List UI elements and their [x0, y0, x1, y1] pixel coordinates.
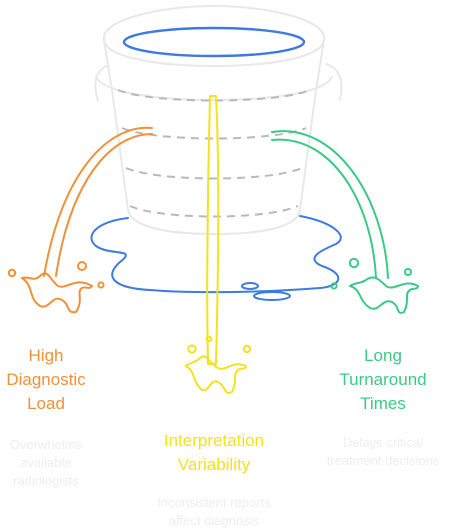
long-turnaround-times-description: Delays critical treatment decisions [326, 435, 440, 468]
water-puddle [90, 215, 342, 294]
water-droplet [241, 282, 259, 290]
water-surface [122, 26, 306, 58]
high-diagnostic-load-title: High Diagnostic Load [6, 346, 86, 413]
orange-stream [7, 126, 153, 314]
bucket-body [102, 4, 326, 236]
bucket-rim [103, 39, 325, 68]
interpretation-variability-title: Interpretation Variability [163, 431, 265, 474]
bucket-lower-rim [95, 75, 333, 102]
interpretation-variability-description: Inconsistent reports affect diagnosis [157, 495, 271, 528]
green-stream [271, 130, 419, 314]
long-turnaround-times-title: Long Turnaround Times [339, 346, 427, 413]
yellow-stream [185, 95, 252, 394]
high-diagnostic-load-description: Overwhelms available radiologists [9, 437, 83, 488]
water-droplet [253, 291, 291, 301]
